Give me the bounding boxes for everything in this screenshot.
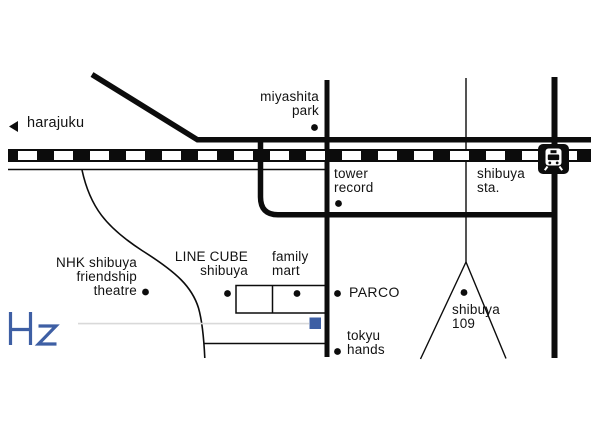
poi-dot-line-cube <box>224 290 231 297</box>
poi-dot-shibuya-109 <box>460 289 468 296</box>
direction-label-harajuku: harajuku <box>27 115 85 131</box>
poi-dot-parco <box>334 290 341 297</box>
poi-dot-tower-record <box>335 200 342 207</box>
train-station-icon <box>538 144 569 174</box>
poi-dot-family-mart <box>293 290 301 297</box>
venue-marker <box>309 317 321 329</box>
poi-dot-miyashita-park <box>311 124 318 131</box>
curved-street <box>81 169 206 359</box>
street-fork-109 <box>419 261 507 360</box>
railway-line <box>8 149 591 162</box>
poi-dot-nhk-theatre <box>142 288 149 296</box>
poi-label-parco: PARCO <box>349 284 400 300</box>
road-branch-tower-record <box>257 142 554 218</box>
road-meiji-top <box>90 72 591 143</box>
hz-logo <box>8 312 60 346</box>
left-arrow-icon <box>9 121 18 132</box>
poi-dot-tokyu-hands <box>334 348 341 355</box>
